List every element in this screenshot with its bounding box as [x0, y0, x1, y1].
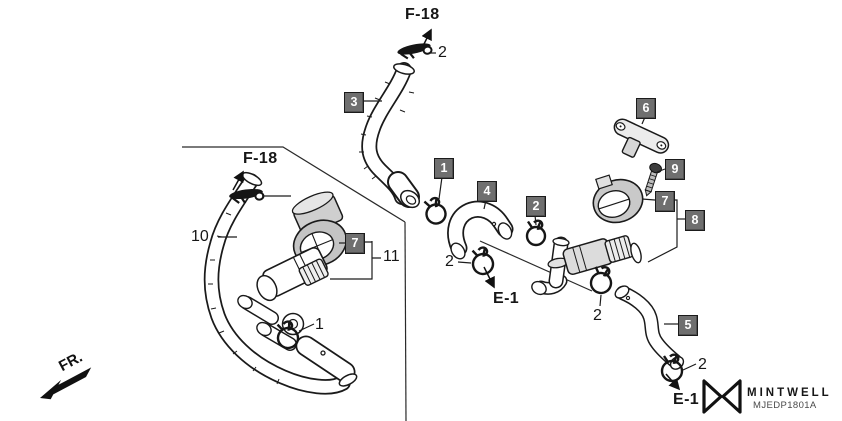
port-opening: [531, 280, 547, 296]
hose-clamp-icon: [589, 266, 613, 295]
engine-ref-label-bottom: E-1: [673, 391, 700, 408]
valve-cover-plate: [613, 118, 670, 158]
callout-11: 11: [383, 248, 400, 265]
arrow-to-f18-left: [232, 170, 244, 191]
hose-clamp-icon: [423, 196, 447, 225]
hose-clamp-icon: [471, 246, 495, 276]
frame-ref-label-left: F-18: [243, 150, 278, 167]
air-hose-left: [203, 171, 358, 395]
lower-hose-body: [617, 287, 681, 367]
elbow-end-opening: [497, 222, 513, 240]
callout-10: 10: [191, 228, 209, 245]
callout-2-middle: 2: [593, 307, 602, 324]
callout-2-left-center: 2: [445, 253, 454, 270]
lower-hose-hole: [625, 295, 631, 301]
callout-boxed-5: 5: [678, 315, 698, 336]
retaining-clip-icon-left: [229, 188, 265, 204]
frame-ref-label-top: F-18: [405, 6, 440, 23]
valve-knob: [298, 258, 329, 286]
callout-boxed-9: 9: [665, 159, 685, 180]
callout-boxed-8: 8: [685, 210, 705, 231]
callout-boxed-6: 6: [636, 98, 656, 119]
hose-clamp-icons: [276, 196, 684, 383]
engine-ref-label-center: E-1: [493, 290, 520, 307]
valve-end-cap: [256, 274, 278, 302]
arrow-to-f18-top: [421, 28, 432, 47]
elbow-hole: [491, 221, 497, 227]
hose-clamp-icon: [525, 219, 547, 247]
brand-name: MINTWELL: [747, 387, 832, 399]
elbow-body: [448, 202, 512, 255]
front-direction-arrow: [40, 367, 92, 400]
hose-fitting: [297, 337, 354, 381]
leader-lines: [218, 52, 697, 371]
panel-vertical-line: [404, 221, 407, 421]
nozzle-opening: [237, 294, 253, 310]
callout-boxed-4: 4: [477, 181, 497, 202]
panel-diagonal-line: [479, 240, 593, 292]
callout-boxed-1: 1: [434, 158, 454, 179]
air-tube-top: [359, 62, 421, 209]
callout-boxed-7-right: 7: [655, 191, 675, 212]
panel-edge-line: [182, 146, 406, 223]
callout-boxed-3: 3: [344, 92, 364, 113]
callout-2-bottom-right: 2: [698, 356, 707, 373]
retaining-clip-icon-top: [397, 43, 433, 60]
tube-texture-ticks: [359, 81, 415, 180]
control-valve-assembly-left: [237, 191, 348, 351]
callout-2-top: 2: [438, 44, 447, 61]
brand-logo-mark: [702, 379, 742, 414]
hose-body: [205, 175, 349, 393]
callout-1: 1: [315, 316, 324, 333]
collar-ring-right: [592, 174, 644, 224]
nozzle-opening-2: [256, 321, 272, 337]
air-tube-elbow: [447, 200, 514, 260]
control-valve-assembly-right: [531, 235, 642, 296]
riser-opening: [552, 237, 570, 247]
image-code: MJEDP1801A: [753, 400, 817, 411]
cover-stub: [621, 136, 641, 158]
callout-boxed-2: 2: [526, 196, 546, 217]
valve-end-cap-right: [630, 242, 642, 264]
collar-notch: [595, 174, 613, 190]
tube-end-bore: [405, 195, 417, 205]
panel-outline: [182, 146, 593, 421]
lower-hose-opening: [614, 285, 630, 299]
arrow-to-e1-center: [483, 266, 495, 289]
tube-top-opening: [393, 63, 415, 75]
hose-clamp-icon: [276, 320, 300, 350]
valve-knob-right: [604, 235, 634, 263]
elbow-start-opening: [450, 242, 466, 260]
reference-arrows: [232, 28, 681, 391]
hose-end-opening: [338, 373, 358, 387]
callout-boxed-7-left: 7: [345, 233, 365, 254]
arrow-to-e1-bottom: [665, 373, 681, 391]
fitting-hole: [320, 350, 326, 356]
